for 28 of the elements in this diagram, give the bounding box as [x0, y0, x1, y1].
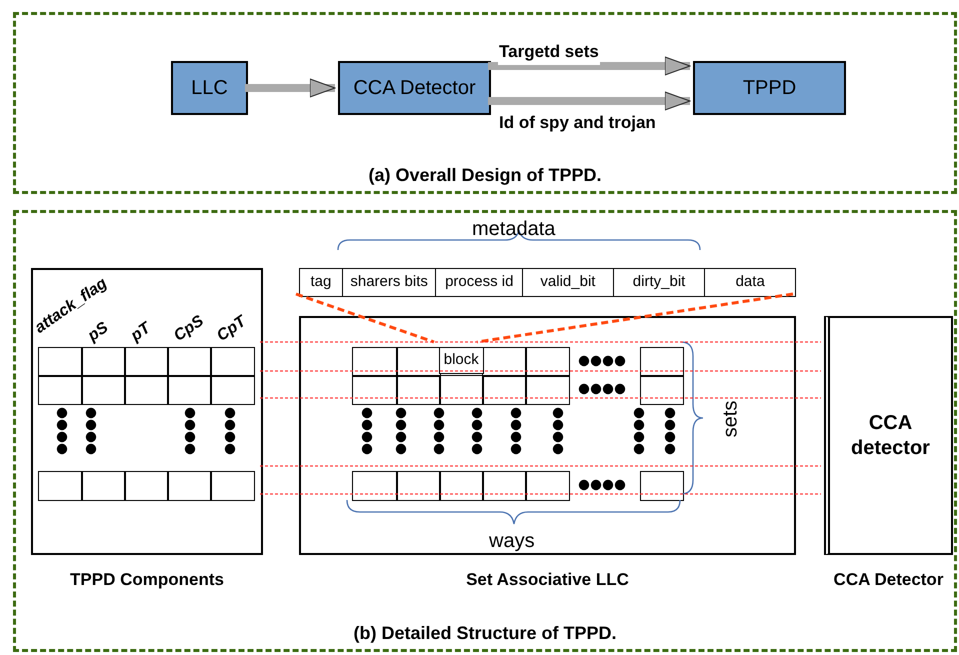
block-arrow	[488, 56, 690, 76]
row-link-line	[260, 370, 822, 372]
field-name: data	[704, 269, 796, 296]
brace-label: sets	[718, 400, 742, 438]
process-box: TPPD	[693, 61, 846, 115]
field-name: process id	[435, 269, 522, 296]
field-name: sharers bits	[342, 269, 436, 296]
block-arrow	[488, 92, 690, 110]
panel-caption: TPPD Components	[69, 569, 225, 591]
brace-label: ways	[489, 529, 535, 554]
group-title: (a) Overall Design of TPPD.	[367, 164, 603, 187]
panel-title: CCA detector	[850, 410, 931, 460]
group-title: (b) Detailed Structure of TPPD.	[352, 622, 618, 645]
panel-caption: Set Associative LLC	[465, 569, 630, 591]
column-header: pT	[126, 318, 155, 347]
column-header: CpS	[170, 311, 208, 347]
metadata-strip	[299, 268, 796, 297]
field-name: tag	[309, 272, 332, 292]
process-box: CCA Detector	[338, 61, 491, 115]
column-header: CpT	[212, 312, 250, 347]
process-box: LLC	[171, 61, 248, 115]
brace-label: metadata	[472, 217, 556, 242]
panel-caption: CCA Detector	[832, 569, 944, 591]
field-name: valid_bit	[522, 269, 613, 296]
block-arrow	[245, 78, 336, 98]
field-name: dirty_bit	[612, 269, 704, 296]
group-frame	[13, 210, 957, 652]
cache-block: block	[439, 347, 484, 374]
